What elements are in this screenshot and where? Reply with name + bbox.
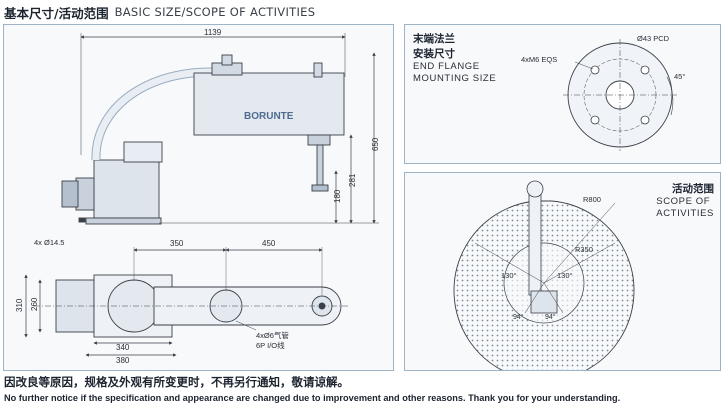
angle-left-label: 130° — [501, 271, 517, 280]
page-header: 基本尺寸/活动范围 BASIC SIZE/SCOPE OF ACTIVITIES — [4, 3, 315, 21]
dim-height-180: 180 — [333, 189, 342, 203]
scope-panel: R800 R350 130° 130° 94° 94° 活动范围 SCOPE O… — [404, 172, 721, 371]
flange-drawing: 4xM6 EQS Ø43 PCD 45° — [521, 34, 685, 151]
screw-label: 4xM6 EQS — [521, 55, 557, 64]
dim-upper-arm: 350 — [170, 239, 184, 248]
scope-title-en-1: SCOPE OF — [656, 196, 711, 207]
hole-label: 4x Ø14.5 — [34, 238, 64, 247]
scope-drawing: R800 R350 130° 130° 94° 94° — [453, 180, 635, 370]
angle-br-label: 94° — [545, 313, 556, 321]
radius-inner-label: R350 — [575, 245, 593, 254]
header-title-en: BASIC SIZE/SCOPE OF ACTIVITIES — [114, 5, 316, 19]
dim-depth-260: 260 — [30, 297, 39, 311]
scope-title-en-2: ACTIVITIES — [656, 208, 714, 219]
flange-title-cn-2: 安装尺寸 — [413, 48, 455, 60]
header-title-cn: 基本尺寸/活动范围 — [4, 5, 109, 21]
dim-base-380: 380 — [116, 356, 130, 365]
dim-height-650: 650 — [371, 137, 380, 151]
pcd-label: Ø43 PCD — [637, 34, 670, 43]
angle-bl-label: 94° — [513, 313, 524, 321]
dim-base-340: 340 — [116, 343, 130, 352]
flange-title-cn-1: 末端法兰 — [413, 33, 455, 45]
radius-outer-label: R800 — [583, 195, 601, 204]
dim-depth-310: 310 — [15, 298, 24, 312]
robot-side-view — [61, 54, 345, 225]
angle-45-label: 45° — [674, 72, 685, 81]
air-tube-label: 4xØ6气管 — [256, 330, 289, 340]
dim-total-width: 1139 — [204, 28, 222, 37]
footer-notice-cn: 因改良等原因，规格及外观有所变更时，不再另行通知，敬请谅解。 — [4, 375, 349, 389]
end-flange-panel: 末端法兰 安装尺寸 END FLANGE MOUNTING SIZE 4xM6 … — [404, 24, 721, 164]
io-cable-label: 6P I/O线 — [256, 340, 285, 350]
dim-height-281: 281 — [348, 173, 357, 187]
angle-right-label: 130° — [557, 271, 573, 280]
flange-title-en-2: MOUNTING SIZE — [413, 73, 497, 84]
dim-lower-arm: 450 — [262, 239, 276, 248]
flange-title-en-1: END FLANGE — [413, 61, 480, 72]
scope-title-cn: 活动范围 — [672, 183, 714, 195]
brand-logo-text: BORUNTE — [244, 111, 294, 122]
footer-notice-en: No further notice if the specification a… — [4, 393, 621, 403]
basic-size-panel: BORUNTE 1139 650 281 180 4x Ø14.5 350 45… — [3, 24, 394, 371]
robot-dimension-drawing: BORUNTE 1139 650 281 180 4x Ø14.5 350 45… — [15, 28, 380, 365]
robot-top-view — [34, 274, 349, 338]
